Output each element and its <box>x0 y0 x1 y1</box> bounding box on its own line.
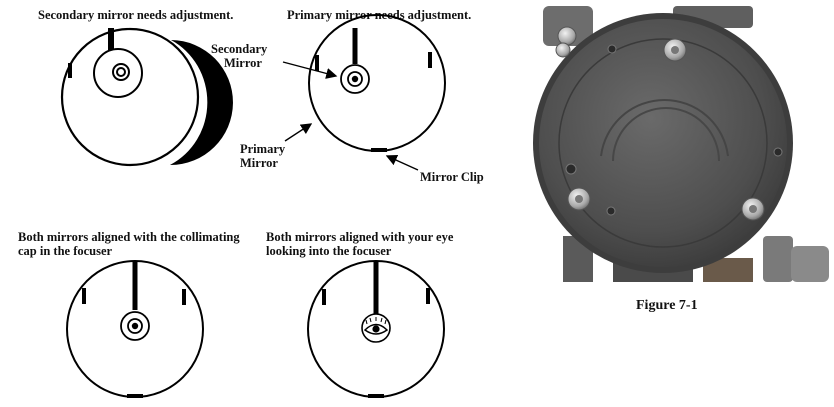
mirror-clip-left <box>315 55 319 71</box>
diagram-primary-misaligned <box>283 15 445 170</box>
diagram-aligned-eye <box>308 261 444 398</box>
dark-crescent-shadow <box>170 40 233 165</box>
reflection-center-dot <box>132 323 138 329</box>
mirror-clip-right <box>426 288 430 304</box>
mirror-clip-bottom <box>371 148 387 152</box>
mirror-clip-right <box>428 52 432 68</box>
mirror-clip-bottom <box>127 394 143 398</box>
diagram-aligned-cap <box>67 261 203 398</box>
arrow-to-primary <box>285 124 311 141</box>
mirror-clip <box>68 63 72 78</box>
primary-mirror-outline <box>62 29 198 165</box>
figure-caption: Figure 7-1 <box>636 298 698 314</box>
mirror-clip-right <box>182 289 186 305</box>
reflection-center-dot <box>352 76 358 82</box>
mirror-clip-left <box>322 289 326 305</box>
mirror-clip-left <box>82 288 86 304</box>
reflection-ring-outer <box>113 64 129 80</box>
arrow-to-clip <box>387 156 418 170</box>
primary-mirror-outline <box>309 15 445 151</box>
telescope-mirror-cell-photo <box>523 6 829 282</box>
mirror-clip-bottom <box>368 394 384 398</box>
diagram-secondary-misaligned <box>62 28 233 165</box>
